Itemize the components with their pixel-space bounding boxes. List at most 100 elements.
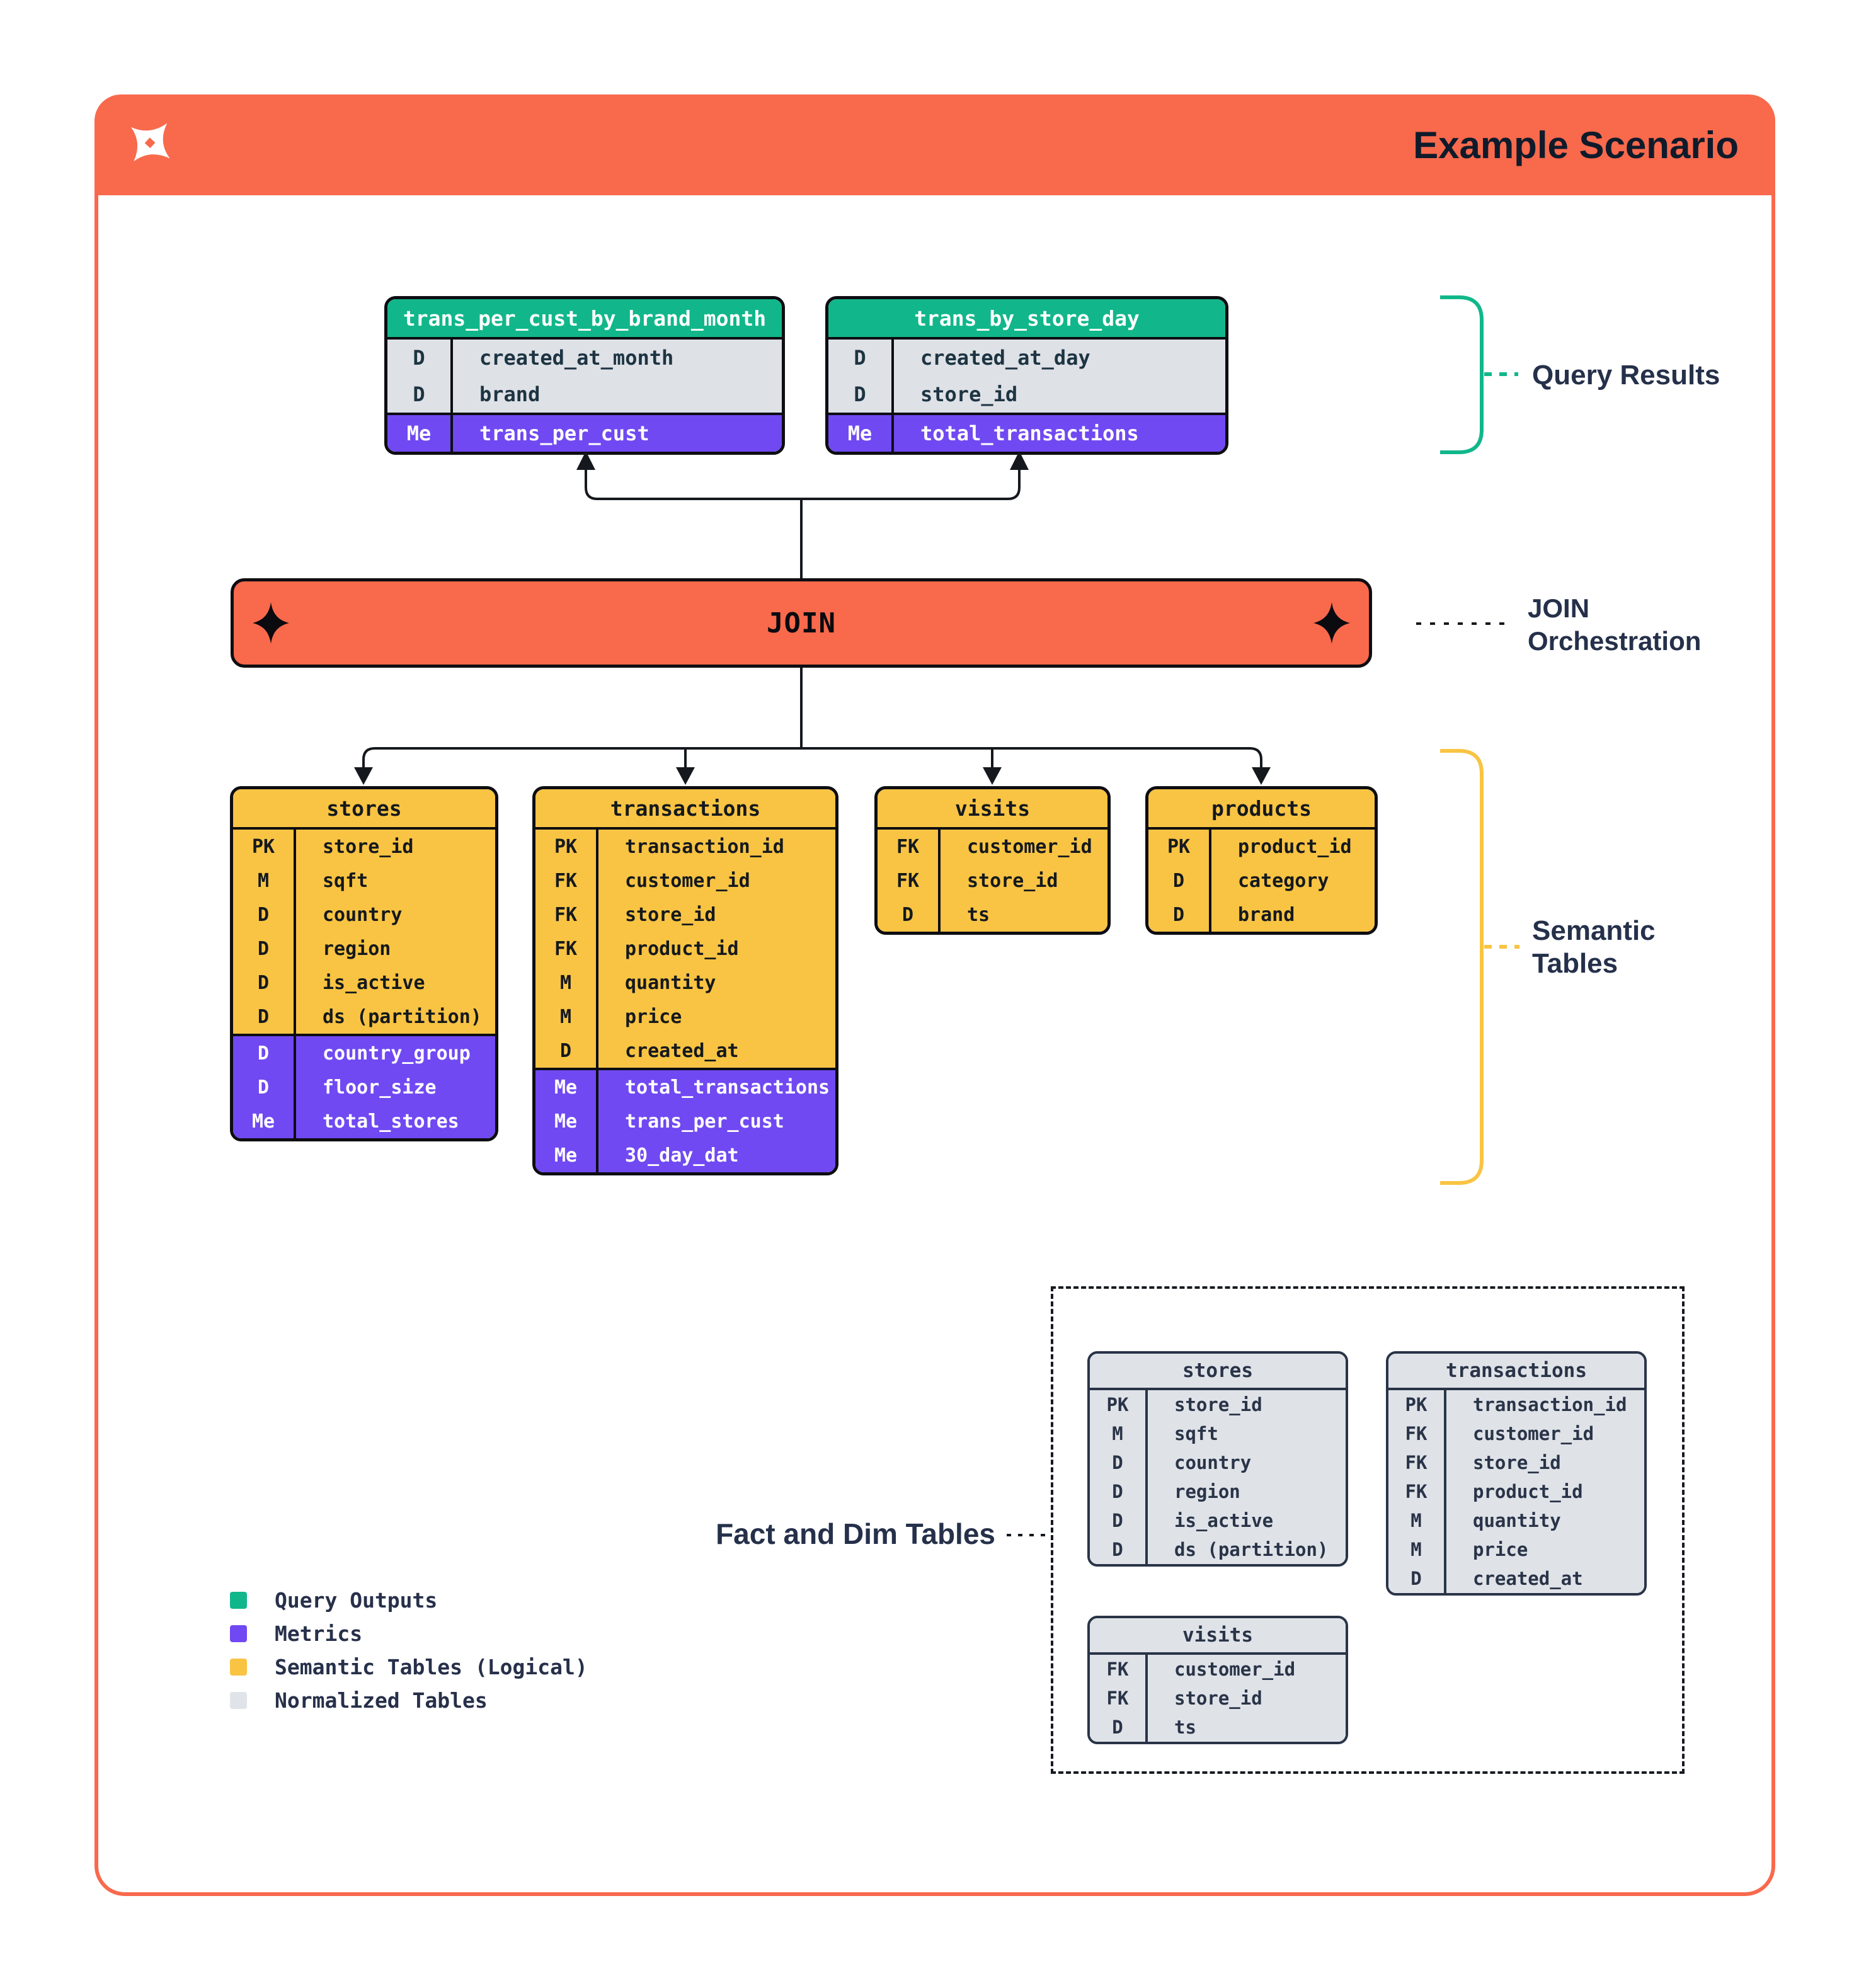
field-name: created_at [1473,1568,1583,1589]
table-title: products [1148,789,1375,830]
table-title: visits [878,789,1107,830]
field-key: D [257,971,270,994]
field-name: customer_id [1473,1423,1594,1444]
field-key: D [413,382,425,406]
field-key: D [1112,1510,1123,1531]
header-bar [94,94,1775,195]
field-key: M [257,869,270,892]
semantic-tables-label: Semantic Tables [1532,915,1656,979]
field-name: category [1238,869,1329,892]
field-key: Me [554,1076,578,1099]
legend-label: Semantic Tables (Logical) [275,1654,588,1679]
field-name: total_transactions [625,1076,830,1099]
field-key: M [559,971,572,994]
field-key: D [257,1042,270,1065]
field-key: D [854,346,866,370]
legend-swatch-purple [230,1625,247,1642]
field-key: D [1112,1539,1123,1560]
field-name: is_active [323,971,425,994]
field-name: brand [1238,903,1295,926]
field-key: D [257,1076,270,1099]
table-title: visits [1090,1618,1346,1655]
field-name: store_id [967,869,1058,892]
field-name: store_id [1174,1394,1262,1415]
field-key: D [257,937,270,960]
table-title: stores [233,789,495,830]
field-name: total_stores [323,1110,459,1133]
legend-item-metrics: Metrics [230,1621,362,1646]
field-name: quantity [625,971,716,994]
field-key: FK [896,869,920,892]
legend-item-normalized-tables: Normalized Tables [230,1688,488,1713]
field-name: region [323,937,391,960]
legend-swatch-yellow [230,1658,247,1676]
field-name: store_id [920,382,1018,406]
field-key: D [257,1005,270,1028]
field-name: customer_id [967,835,1092,858]
field-key: FK [1106,1688,1129,1709]
field-key: D [901,903,914,926]
table-row: FK store_id [878,864,1107,898]
field-key: Me [406,421,432,445]
field-key: Me [251,1110,275,1133]
field-name: created_at [625,1039,739,1062]
join-orchestration-bar: JOIN [231,578,1372,668]
field-name: ts [967,903,990,926]
field-key: D [1410,1568,1422,1589]
field-key: M [559,1005,572,1028]
field-key: PK [1167,835,1191,858]
field-name: quantity [1473,1510,1561,1531]
field-key: D [559,1039,572,1062]
field-key: D [1112,1481,1123,1502]
field-name: country [323,903,403,926]
field-key: FK [896,835,920,858]
field-key: Me [847,421,873,445]
table-title: transactions [535,789,835,830]
field-key: FK [1405,1452,1428,1473]
field-name: store_id [323,835,414,858]
field-name: product_id [625,937,739,960]
field-key: D [413,346,425,370]
field-name: product_id [1473,1481,1583,1502]
field-name: transaction_id [1473,1394,1627,1415]
legend-label: Metrics [275,1621,363,1646]
field-name: is_active [1174,1510,1274,1531]
field-name: ds (partition) [323,1005,482,1028]
table-row: Me total_stores [233,1104,495,1138]
field-key: PK [251,835,275,858]
field-name: price [625,1005,682,1028]
field-name: sqft [323,869,369,892]
field-name: ts [1174,1717,1196,1738]
